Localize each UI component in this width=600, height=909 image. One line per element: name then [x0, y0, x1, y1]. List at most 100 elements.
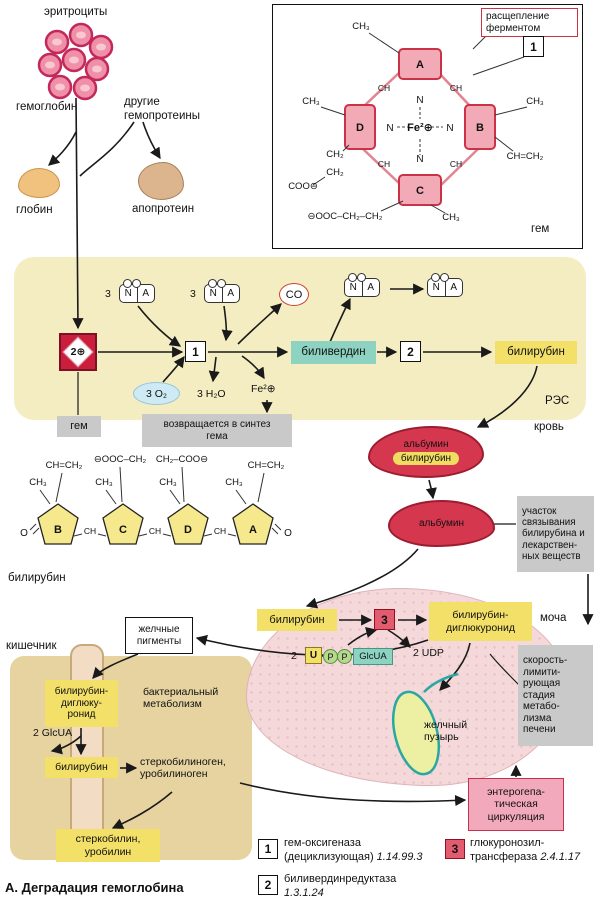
- legend-enzyme-3-box: 3: [445, 839, 465, 859]
- ring-d: D: [356, 122, 364, 134]
- nad-a-cell: A: [444, 279, 463, 296]
- nad-a-cell: A: [221, 285, 240, 302]
- ring-b: B: [476, 122, 484, 134]
- stercobilin-box: стеркобилин, уробилин: [56, 829, 160, 862]
- albumin-blob: альбумин: [388, 500, 495, 547]
- methyl-group: CH₃: [95, 477, 113, 488]
- coefficient-3: 3: [190, 288, 196, 300]
- legend-3-ec: 2.4.1.17: [540, 850, 581, 863]
- legend-1-ec: 1.14.99.3: [376, 850, 423, 863]
- porphyrin-macrocycle: [362, 70, 479, 186]
- methyl-group: CH₃: [442, 212, 460, 223]
- methyl-group: CH₃: [225, 477, 243, 488]
- glcua-released-label: 2 GlcUA: [33, 727, 73, 739]
- intestine-diglucuronide-box: билирубин- диглюку- ронид: [45, 680, 118, 727]
- recycle-note: возвращается в синтез гема: [142, 414, 292, 447]
- phosphate-symbol: P: [323, 649, 338, 664]
- hemoglobin-label: гемоглобин: [16, 101, 78, 113]
- ch2-group: CH₂: [326, 149, 344, 160]
- meso-ch: CH: [378, 83, 390, 93]
- n-atom: N: [446, 123, 453, 134]
- oxo-group: O: [284, 528, 292, 539]
- nad-n-cell: N: [349, 282, 357, 293]
- n-atom: N: [416, 154, 423, 165]
- porphyrin-rings: [344, 48, 496, 206]
- propionate-left: ⊖OOC–CH₂: [94, 454, 147, 465]
- legend-1-name2: (дециклизующая): [284, 850, 374, 863]
- meso-ch: CH: [450, 83, 462, 93]
- methyl-group: CH₃: [159, 477, 177, 488]
- ch2-group: CH₂: [326, 167, 344, 178]
- other-hemoproteins-label: другие гемопротеины: [124, 96, 200, 122]
- meso-ch: CH: [450, 159, 462, 169]
- intestine-label: кишечник: [6, 640, 57, 652]
- enzyme1-pointer-line: [472, 56, 525, 76]
- ring-c: C: [119, 524, 127, 536]
- n-atom: N: [386, 123, 393, 134]
- res-label: РЭС: [545, 395, 570, 407]
- enzyme-2-box: 2: [400, 341, 421, 362]
- bridge-ch: CH: [84, 526, 96, 536]
- enterohepatic-circulation-box: энтерогепа- тическая циркуляция: [468, 778, 564, 831]
- bile-pigments-box: желчные пигменты: [125, 617, 193, 654]
- coefficient-3: 3: [105, 288, 111, 300]
- bilirubin-box: билирубин: [495, 341, 577, 364]
- udp-product-label: 2 UDP: [413, 647, 444, 659]
- urine-label: моча: [540, 612, 567, 624]
- methyl-group: CH₃: [526, 96, 544, 107]
- phosphate-symbol: P: [337, 649, 352, 664]
- nad-a-cell: A: [136, 285, 155, 302]
- bridge-ch: CH: [149, 526, 161, 536]
- legend-2-ec: 1.3.1.24: [284, 886, 324, 899]
- fe-center: Fe²⊕: [407, 122, 433, 134]
- heme-gray-label: гем: [57, 416, 101, 437]
- legend-3-name: глюкуронозил-: [470, 837, 545, 849]
- vinyl-group: CH=CH₂: [248, 460, 285, 471]
- vinyl-group: CH=CH₂: [46, 460, 83, 471]
- binding-site-note: участок связывания билирубина и лекарств…: [517, 496, 594, 572]
- rate-limiting-note: скорость- лимити- рующая стадия метабо- …: [518, 645, 593, 746]
- n-atom: N: [416, 95, 423, 106]
- flow-arrows: [48, 97, 594, 829]
- coefficient-2: 2: [291, 650, 297, 662]
- co-molecule: CO: [279, 283, 309, 306]
- pyrrole-rings: [37, 503, 274, 545]
- glcua-symbol: GlcUA: [353, 648, 393, 665]
- albumin-label: альбумин: [419, 518, 464, 529]
- heme-structure-panel: Fe²⊕ N N N N A B C D CH CH CH CH CH₃ CH₃…: [272, 4, 583, 249]
- legend-2-name: биливердинредуктаза: [284, 873, 397, 885]
- heme-symbol-charge: 2⊕: [70, 346, 86, 358]
- meso-ch: CH: [378, 159, 390, 169]
- enzyme-cleavage-note: расщепление ферментом: [481, 8, 578, 37]
- intestine-bilirubin-box: билирубин: [45, 757, 118, 778]
- legend-enzyme-3-text: глюкуронозил- трансфераза 2.4.1.17: [470, 837, 580, 865]
- ring-d: D: [184, 524, 192, 536]
- carboxylate-group: COO⊖: [288, 181, 318, 192]
- bacterial-metabolism-label: бактериальный метаболизм: [143, 686, 219, 711]
- legend-1-name: гем-оксигеназа: [284, 837, 361, 849]
- ring-a: A: [249, 524, 257, 536]
- nad-n-cell: N: [209, 288, 217, 299]
- substituent-bonds: [312, 26, 528, 214]
- albumin-bilirubin-complex: альбумин билирубин: [368, 426, 484, 478]
- ring-c: C: [416, 185, 424, 197]
- blood-label: кровь: [534, 421, 564, 433]
- nad-n-cell: N: [432, 282, 440, 293]
- vinyl-group: CH=CH₂: [507, 151, 544, 162]
- nad-a-cell: A: [361, 279, 380, 296]
- apoprotein-blob: [138, 162, 184, 200]
- methyl-group: CH₃: [352, 21, 370, 32]
- legend-enzyme-1-box: 1: [258, 839, 278, 859]
- water-label: 3 H₂O: [197, 388, 226, 400]
- erythrocytes-label: эритроциты: [44, 6, 108, 18]
- heme-label: гем: [531, 223, 550, 235]
- bilirubin-structure: B C D A CH CH CH O O CH₃ CH₃ CH₃ CH₃ CH=…: [20, 454, 292, 545]
- liver-bilirubin-box: билирубин: [257, 609, 337, 631]
- enzyme-1-box: 1: [185, 341, 206, 362]
- methyl-group: CH₃: [302, 96, 320, 107]
- bilirubin-on-albumin: билирубин: [392, 452, 460, 465]
